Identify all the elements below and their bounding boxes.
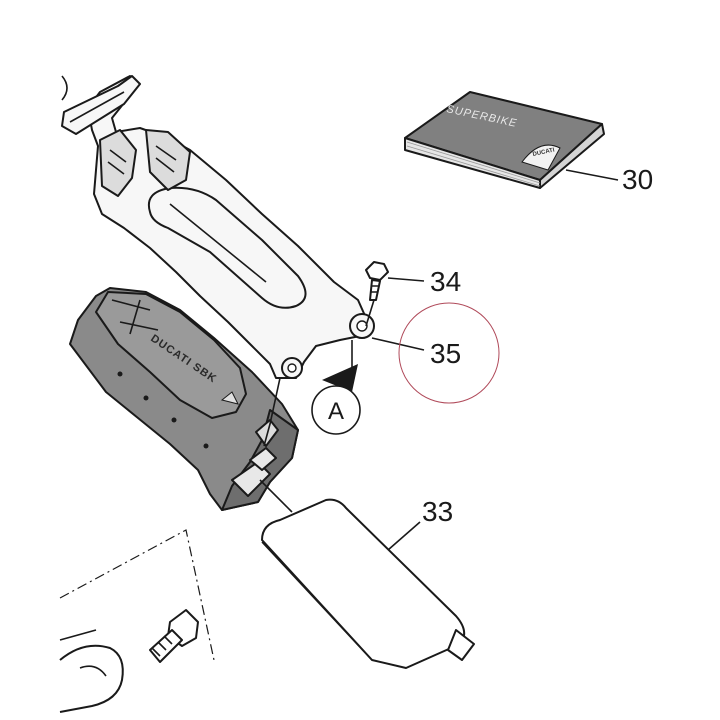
cover-sleeve bbox=[261, 498, 475, 669]
screw-bolt bbox=[365, 261, 389, 301]
view-marker-circle bbox=[311, 385, 361, 435]
edge-fragment bbox=[61, 75, 68, 101]
owners-manual-booklet: SUPERBIKE DUCATI bbox=[404, 91, 605, 189]
detail-view-frame bbox=[59, 529, 215, 661]
assembly-line-34 bbox=[365, 299, 375, 327]
assembly-line-case bbox=[263, 377, 281, 447]
leader-line-33 bbox=[387, 521, 421, 551]
view-marker-label: A bbox=[328, 398, 344, 425]
callout-33: 33 bbox=[422, 496, 453, 527]
leader-line-30 bbox=[565, 169, 619, 181]
booklet-logo: DUCATI bbox=[532, 147, 555, 158]
highlight-circle bbox=[398, 302, 500, 404]
leader-line-35 bbox=[371, 337, 425, 351]
assembly-line-cover bbox=[259, 479, 293, 513]
view-arrow-head bbox=[322, 364, 358, 392]
tool-holder-tray bbox=[61, 75, 375, 379]
tool-case: DUCATI SBK bbox=[69, 287, 299, 511]
leader-line-34 bbox=[387, 277, 425, 282]
mounting-bolt bbox=[149, 609, 199, 663]
callout-35: 35 bbox=[430, 338, 461, 369]
callout-34: 34 bbox=[430, 266, 461, 297]
partial-component bbox=[59, 629, 124, 713]
callout-30: 30 bbox=[622, 164, 653, 195]
